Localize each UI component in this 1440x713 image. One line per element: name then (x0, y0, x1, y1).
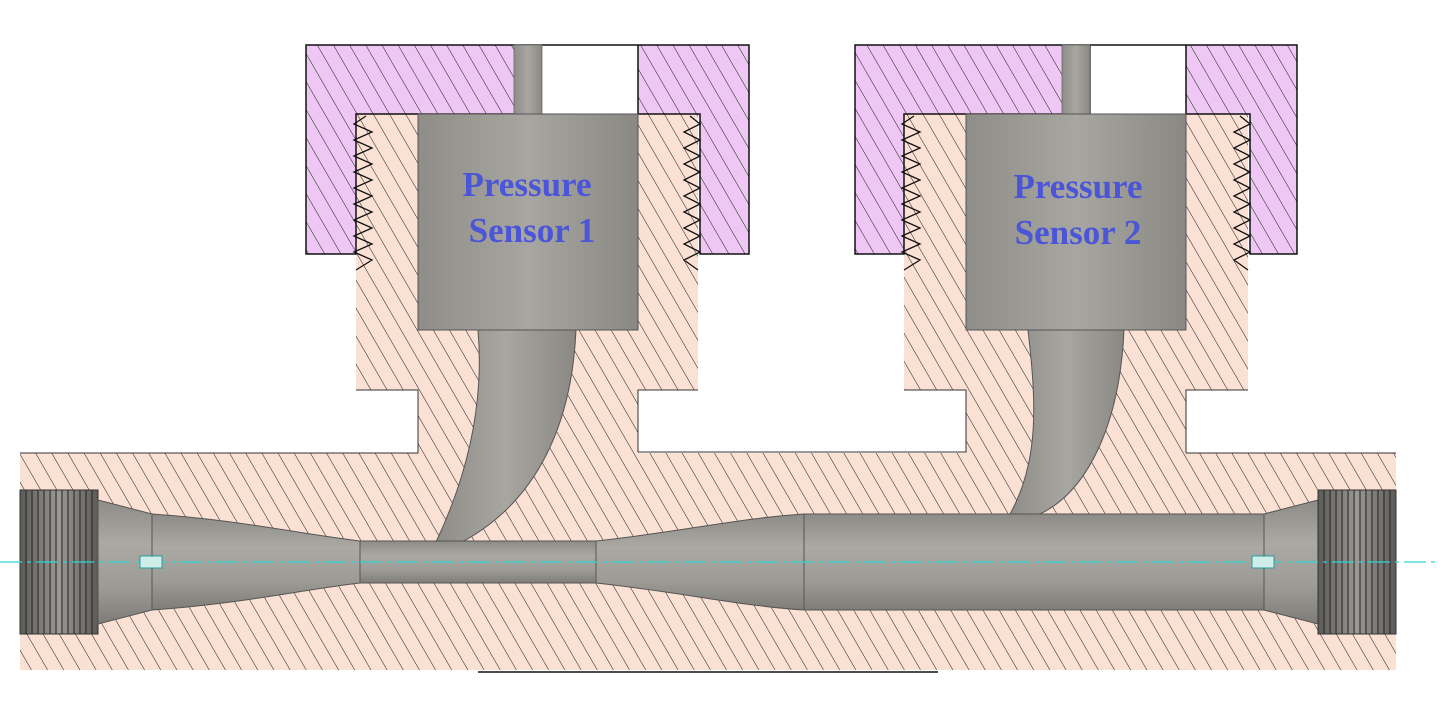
sensor-2-label-line1: Pressure (1014, 167, 1143, 206)
sensor-cap-2 (854, 44, 1298, 255)
sensor-1-label-line2: Sensor 1 (469, 211, 596, 250)
pressure-sensor-1-body (417, 113, 639, 331)
flow-passage (19, 489, 1397, 635)
centerline-marker-right (1251, 555, 1275, 569)
pressure-sensor-2-body (965, 113, 1187, 331)
sensor-1-cable (513, 44, 543, 117)
sensor-cap-1 (305, 44, 750, 255)
thread-icon (352, 115, 1252, 271)
centerline-marker-left (139, 555, 163, 569)
sensor-2-label-line2: Sensor 2 (1015, 213, 1142, 252)
sensor-2-cable (1061, 44, 1091, 117)
sensor-1-label-line1: Pressure (463, 165, 592, 204)
